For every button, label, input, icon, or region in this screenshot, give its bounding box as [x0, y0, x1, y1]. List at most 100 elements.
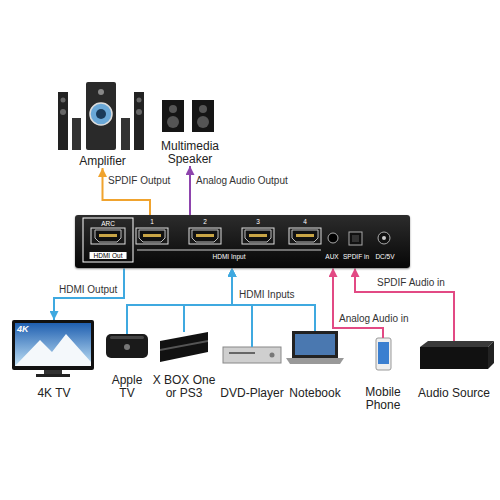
port-frame [136, 228, 168, 244]
hdmi-port [192, 230, 218, 242]
dvd-knob [270, 353, 275, 358]
woofer-cone [90, 103, 112, 125]
switch-ports [75, 215, 410, 268]
output-panel [83, 218, 133, 262]
port-frame [289, 228, 321, 244]
port-label: DC/5V [375, 253, 394, 260]
port-label: AUX [325, 253, 338, 260]
port-number: 2 [203, 218, 207, 225]
cable-connector [127, 268, 232, 334]
dvd-body [223, 347, 281, 363]
cable-connector [232, 268, 315, 331]
multimedia-speaker-icon [162, 100, 214, 132]
port-label: ARC [101, 220, 115, 227]
subwoofer [86, 82, 116, 150]
hdmi-port [245, 230, 271, 242]
notebook-screen [295, 334, 335, 355]
tv-stand [44, 370, 62, 374]
port-number: 4 [303, 218, 307, 225]
speaker-tower [134, 92, 144, 150]
port-frame [91, 228, 125, 244]
device-label: Amplifier [79, 155, 126, 168]
device-label: Apple TV [107, 374, 147, 400]
tv-bezel [12, 320, 94, 370]
port-label: SPDIF in [343, 253, 369, 260]
amplifier-icon [58, 82, 144, 150]
console-icon [160, 332, 208, 362]
speaker-cone [60, 109, 66, 115]
input-rule [137, 250, 321, 251]
device-label: Notebook [289, 387, 340, 400]
port-frame [242, 228, 274, 244]
console-body [160, 332, 208, 362]
cable-connector [232, 268, 252, 347]
device-label: X BOX One or PS3 [152, 374, 216, 400]
spdif-inner [352, 235, 359, 242]
speaker-cone [61, 98, 66, 103]
dc-jack [378, 232, 390, 244]
console-stripe [160, 340, 208, 351]
port-pins [99, 234, 117, 237]
speaker-cone [167, 116, 179, 128]
speaker-small [72, 118, 81, 150]
disc-slot [229, 352, 255, 354]
connector-label: Analog Audio in [338, 313, 410, 325]
device-label: Multimedia Speaker [150, 140, 230, 166]
dvd-player-node: DVD-Player [220, 347, 284, 400]
cable-connector [189, 166, 191, 215]
tv-base [36, 374, 70, 377]
mobile-phone-icon [376, 338, 391, 370]
port-label: HDMI Input [213, 253, 246, 260]
port-pins [296, 234, 314, 237]
dvd-player-icon [223, 347, 281, 363]
cable-connector [355, 268, 454, 341]
logo-mark [124, 344, 130, 350]
woofer-center [96, 109, 106, 119]
connector-label: Analog Audio Output [195, 175, 289, 187]
apple-tv-box [106, 334, 148, 358]
box-top [420, 341, 494, 347]
hdmi-port [95, 230, 121, 242]
device-label: 4K TV [37, 387, 70, 400]
port-pins [143, 234, 161, 237]
connector-label: SPDIF Audio in [376, 277, 446, 289]
mobile-phone-node: Mobile Phone [362, 338, 404, 412]
mountain-picture [15, 334, 91, 366]
hdmi-port [292, 230, 318, 242]
phone-body [376, 338, 391, 370]
port-number: 3 [256, 218, 260, 225]
phone-screen [378, 342, 389, 364]
console-node: X BOX One or PS3 [152, 332, 216, 400]
audio-source-node: Audio Source [412, 341, 496, 400]
connector-label: SPDIF Output [107, 175, 171, 187]
connector-label: HDMI Output [58, 284, 118, 296]
notebook-icon [286, 331, 344, 364]
spdif-port [349, 232, 362, 245]
port-pins [249, 234, 267, 237]
port-label: HDMI Out [90, 252, 127, 259]
hdmi-switch: ARCHDMI Out1234HDMI InputAUXSPDIF inDC/5… [75, 215, 410, 268]
box-highlight [110, 336, 144, 339]
screen-logo: 4K [17, 324, 29, 334]
speaker-cone [137, 98, 142, 103]
notebook-node: Notebook [286, 331, 344, 400]
box-side [488, 341, 494, 369]
device-label: Audio Source [418, 387, 490, 400]
speaker-box [192, 100, 214, 132]
notebook-lid [292, 331, 338, 358]
speaker-small [121, 118, 130, 150]
speaker-box [162, 100, 184, 132]
notebook-base [286, 358, 344, 364]
speaker-cone [136, 109, 142, 115]
speaker-cone [197, 116, 209, 128]
apple-tv-node: Apple TV [107, 334, 147, 400]
tv-icon [12, 320, 94, 377]
audio-source-icon [420, 341, 494, 369]
cable-connector [54, 268, 124, 320]
device-label: Mobile Phone [362, 386, 404, 412]
port-frame [189, 228, 221, 244]
dc-pin [382, 236, 386, 240]
speaker-cone [199, 105, 207, 113]
speaker-cone [98, 89, 104, 95]
